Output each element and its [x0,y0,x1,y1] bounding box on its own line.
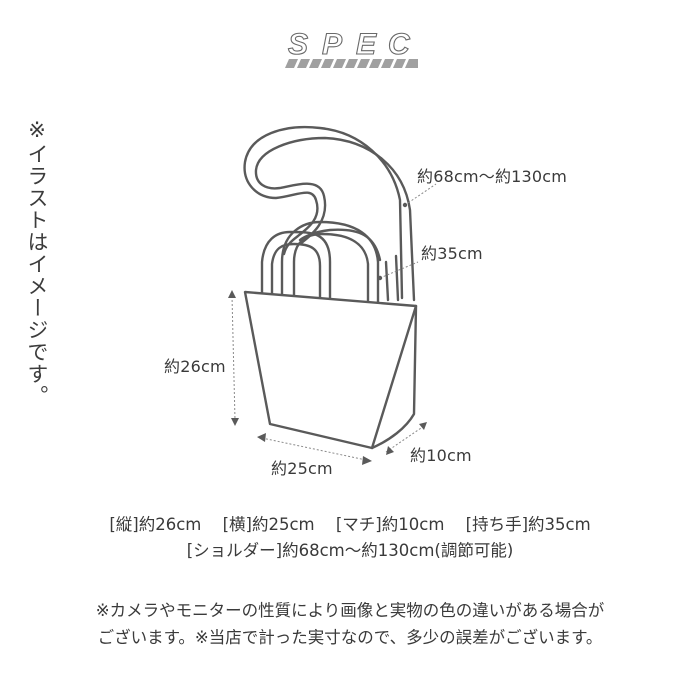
shoulder-length-label: 約68cm〜約130cm [417,167,568,186]
spec-letter-p: P [322,28,343,61]
disclaimer: ※カメラやモニターの性質により画像と実物の色の違いがある場合が ございます。※当… [0,597,700,651]
handle-back [260,230,332,302]
spec-list: [縦]約26cm [横]約25cm [マチ]約10cm [持ち手]約35cm [… [0,512,700,564]
spec-handle: [持ち手]約35cm [465,515,591,534]
disclaimer-line-2: ございます。※当店で計った実寸なので、多少の誤差がございます。 [97,628,603,647]
spec-height: [縦]約26cm [109,515,202,534]
depth-label: 約10cm [410,446,472,465]
spec-stripe-divider [285,59,418,68]
spec-width: [横]約25cm [222,515,315,534]
handle-leader-line [379,261,419,279]
spec-heading: S P E C [287,27,411,61]
spec-shoulder: [ショルダー]約68cm〜約130cm(調節可能) [186,541,514,560]
height-dimension-line [231,295,236,421]
width-label: 約25cm [271,459,333,478]
spec-letter-s: S [288,28,308,61]
handle-front [280,220,380,304]
spec-row-1: [縦]約26cm [横]約25cm [マチ]約10cm [持ち手]約35cm [0,512,700,538]
spec-depth: [マチ]約10cm [335,515,445,534]
spec-letter-c: C [388,28,411,61]
bag-illustration [228,126,437,465]
width-dimension-line [261,437,367,461]
bag-body [243,290,418,450]
spec-letter-e: E [356,28,377,61]
shoulder-leader-line [404,183,437,206]
shoulder-strap [243,126,404,300]
height-label: 約26cm [164,357,226,376]
disclaimer-line-1: ※カメラやモニターの性質により画像と実物の色の違いがある場合が [95,601,605,620]
illustration-note: ※イラストはイメージです。 [25,118,49,407]
handle-length-label: 約35cm [421,244,483,263]
